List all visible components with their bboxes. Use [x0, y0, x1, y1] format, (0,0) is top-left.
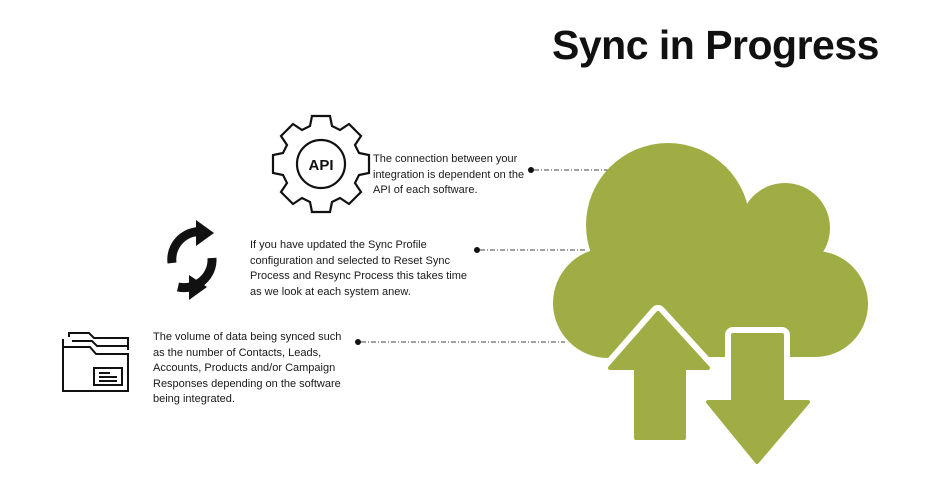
api-note: The connection between your integration …: [373, 153, 525, 197]
connector-3: [355, 339, 565, 345]
data-volume-note: The volume of data being synced such as …: [153, 331, 342, 406]
folder-icon: [62, 332, 129, 392]
connector-2: [474, 247, 585, 253]
api-gear-icon: API: [271, 114, 371, 214]
page-title: Sync in Progress: [552, 22, 879, 68]
cloud-sync-icon: [553, 143, 868, 470]
sync-arrows-icon: [167, 220, 217, 300]
resync-note: If you have updated the Sync Profile con…: [250, 239, 468, 298]
api-icon-text: API: [308, 157, 333, 174]
connector-1: [528, 167, 610, 173]
